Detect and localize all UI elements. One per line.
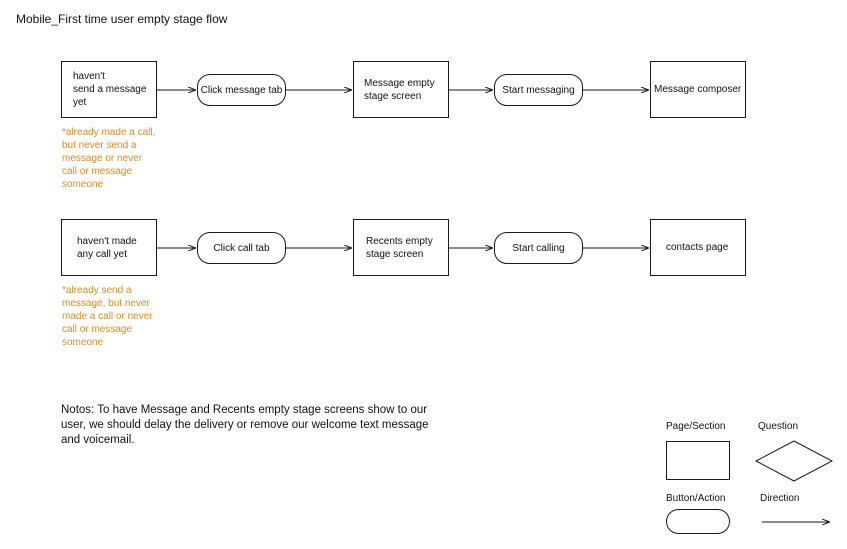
flow1-end-label: Message composer (654, 84, 742, 95)
flow1-end-box: Message composer (650, 61, 746, 118)
flow2-condition-note: *already send a message, but never made … (62, 285, 153, 348)
flow2-end-label: contacts page (666, 242, 729, 253)
flow2-action1-button: Click call tab (197, 232, 286, 264)
legend-question-label: Question (758, 421, 799, 432)
flow1-action2-button: Start messaging (494, 74, 583, 106)
notes-text: Notos: To have Message and Recents empty… (61, 404, 429, 446)
flow2-action1-label: Click call tab (213, 242, 270, 254)
diagram-title: Mobile_First time user empty stage flow (16, 12, 228, 26)
legend-direction-label: Direction (760, 493, 800, 504)
flow2-start-box: haven't made any call yet (61, 219, 157, 276)
flow1-screen-box: Message empty stage screen (353, 61, 449, 118)
legend-button-action-label: Button/Action (666, 493, 726, 504)
flow2-end-box: contacts page (650, 219, 746, 276)
flow2-action2-button: Start calling (494, 232, 583, 264)
flow2-screen-label: Recents empty stage screen (366, 235, 433, 260)
flow1-screen-label: Message empty stage screen (364, 77, 435, 102)
flow1-action1-button: Click message tab (197, 74, 286, 106)
legend-page-section-label: Page/Section (666, 421, 726, 432)
flow2-screen-box: Recents empty stage screen (353, 219, 449, 276)
flow2-action2-label: Start calling (512, 242, 565, 254)
flow1-action2-label: Start messaging (502, 84, 575, 96)
flow2-start-label: haven't made any call yet (77, 235, 137, 260)
flow1-start-label: haven't send a message yet (73, 71, 147, 108)
legend-page-section-shape (666, 441, 730, 480)
flow1-condition-note: *already made a call, but never send a m… (62, 127, 156, 190)
legend-button-action-shape (666, 509, 730, 534)
legend-question-shape (754, 440, 834, 482)
flow1-start-box: haven't send a message yet (61, 61, 157, 118)
flow1-action1-label: Click message tab (200, 84, 283, 96)
